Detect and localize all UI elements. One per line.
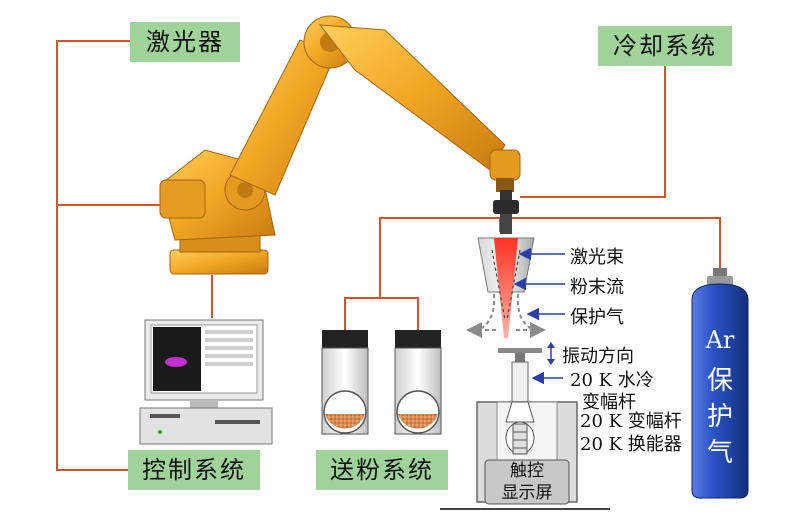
robot-wrist <box>489 149 521 181</box>
robot-flange <box>496 178 514 192</box>
head-mount <box>500 190 512 202</box>
anno-vibration-direction: 振动方向 <box>562 346 634 367</box>
powder-hopper-1 <box>321 330 369 435</box>
label-laser: 激光器 <box>130 22 240 62</box>
ultrasonic-stack <box>440 342 610 510</box>
argon-char-1: 保 <box>706 366 733 396</box>
argon-symbol: Ar <box>705 326 735 354</box>
anno-horn-water-cooled-1: 20 K 水冷 <box>570 370 654 391</box>
touch-screen-line1: 触控 <box>510 461 544 481</box>
anno-transducer: 20 K 换能器 <box>580 434 682 455</box>
touch-screen-box <box>484 459 570 505</box>
anno-horn-water-cooled-2: 变幅杆 <box>582 392 636 413</box>
cylinder-valve <box>713 268 727 278</box>
workpiece-plate <box>498 348 542 353</box>
head-collar <box>493 200 519 214</box>
horn-water-cooled <box>511 361 529 403</box>
screen-part <box>165 357 187 367</box>
label-control: 控制系统 <box>128 450 260 490</box>
wire-cooling <box>520 66 666 198</box>
monitor-stand <box>190 400 218 408</box>
argon-char-3: 气 <box>706 438 733 468</box>
wire-hoppers <box>344 297 419 330</box>
wire-manifold <box>379 217 721 298</box>
laser-beam <box>494 238 518 338</box>
argon-cylinder <box>691 268 749 499</box>
anno-laser-beam: 激光束 <box>570 247 624 268</box>
head-lens <box>500 214 512 234</box>
label-cooling: 冷却系统 <box>598 26 732 66</box>
wire-laser <box>56 40 130 471</box>
robot-forearm <box>318 24 506 171</box>
shield-gas-left <box>477 293 496 331</box>
powder-hopper-2 <box>394 330 442 435</box>
anno-powder-flow: 粉末流 <box>570 277 624 298</box>
anno-horn: 20 K 变幅杆 <box>580 411 682 432</box>
cylinder-body <box>691 283 749 499</box>
robot-base <box>169 249 269 275</box>
robot-counterweight <box>159 179 206 219</box>
horn <box>505 401 535 423</box>
laser-head <box>466 190 546 338</box>
touch-screen-label: 触控 显示屏 <box>485 460 569 504</box>
pc-case <box>139 407 273 445</box>
control-computer <box>139 319 273 445</box>
argon-char-2: 护 <box>706 402 733 432</box>
anno-shield-gas: 保护气 <box>570 307 624 328</box>
label-powder-feed: 送粉系统 <box>316 450 448 490</box>
robot-arm <box>159 15 521 275</box>
touch-screen-line2: 显示屏 <box>501 483 553 503</box>
shield-gas-right <box>516 293 535 331</box>
